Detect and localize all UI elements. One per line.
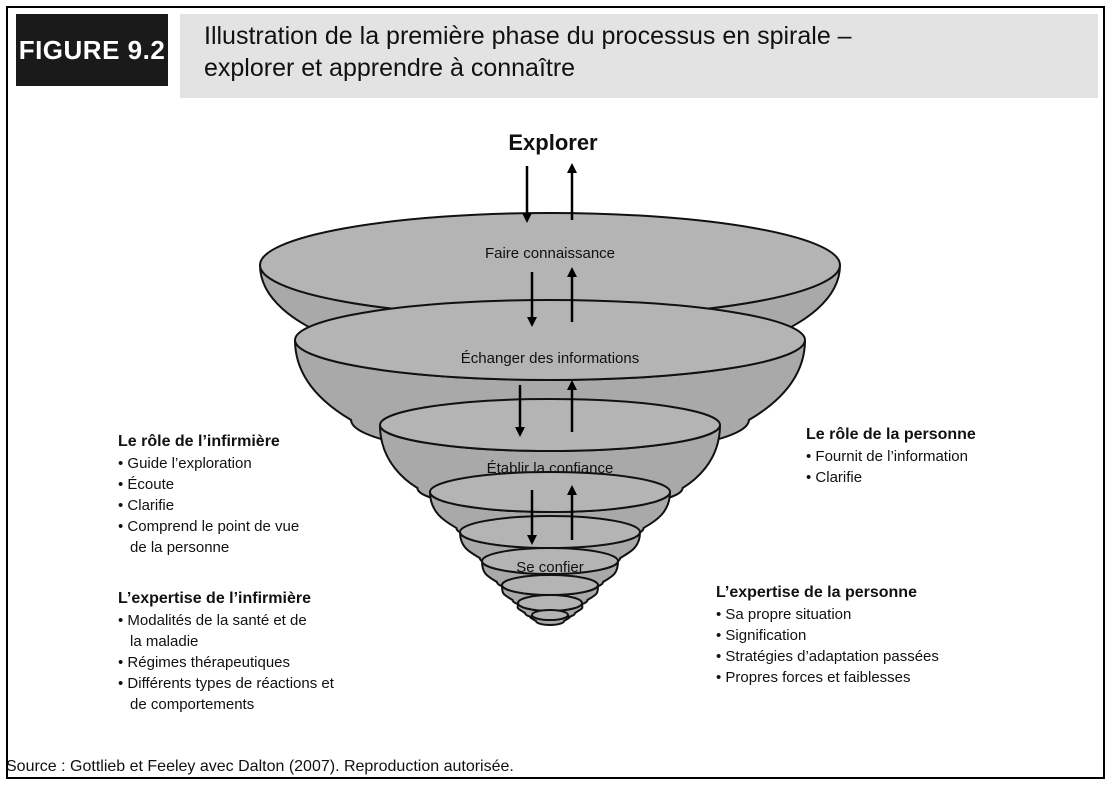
list-item: Clarifie	[806, 467, 1066, 488]
person-role-block: Le rôle de la personne Fournit de l’info…	[806, 424, 1066, 488]
person-expertise-block: L’expertise de la personne Sa propre sit…	[716, 582, 1036, 688]
layer-label-faire-connaissance: Faire connaissance	[485, 245, 615, 262]
cone-layer-top	[517, 594, 583, 612]
list-item: Sa propre situation	[716, 604, 1036, 625]
list-item: Clarifie	[118, 495, 378, 516]
list-item: Modalités de la santé et de la maladie	[118, 610, 310, 652]
figure-title-line-1: Illustration de la première phase du pro…	[204, 22, 852, 50]
figure-number: FIGURE 9.2	[16, 14, 168, 86]
cone-layer-top	[429, 471, 671, 513]
cone-layer-top	[501, 574, 599, 596]
person-expertise-list: Sa propre situation Signification Straté…	[716, 604, 1036, 688]
figure-title-line-2: explorer et apprendre à connaître	[204, 54, 576, 82]
nurse-role-heading: Le rôle de l’infirmière	[118, 433, 280, 450]
cone-layer-top	[459, 515, 641, 549]
cone-arrows	[515, 163, 577, 545]
cone-layer-top	[379, 398, 721, 452]
nurse-role-list: Guide l’exploration Écoute Clarifie Comp…	[118, 453, 378, 558]
figure-frame	[6, 6, 1105, 779]
person-expertise-heading: L’expertise de la personne	[716, 584, 917, 601]
person-role-heading: Le rôle de la personne	[806, 426, 976, 443]
nurse-expertise-list: Modalités de la santé et de la maladie R…	[118, 610, 378, 715]
layer-label-echanger-informations: Échanger des informations	[461, 350, 639, 367]
nurse-expertise-block: L’expertise de l’infirmière Modalités de…	[118, 588, 378, 715]
list-item: Fournit de l’information	[806, 446, 1066, 467]
list-item: Différents types de réactions et de comp…	[118, 673, 340, 715]
cone-layers	[259, 212, 841, 626]
explorer-label: Explorer	[508, 130, 598, 155]
title-band	[180, 14, 1098, 98]
layer-label-se-confier: Se confier	[516, 559, 584, 576]
list-item: Signification	[716, 625, 1036, 646]
layer-label-etablir-confiance: Établir la confiance	[487, 460, 614, 477]
list-item: Propres forces et faiblesses	[716, 667, 1036, 688]
list-item: Écoute	[118, 474, 378, 495]
list-item: Guide l’exploration	[118, 453, 378, 474]
person-role-list: Fournit de l’information Clarifie	[806, 446, 1066, 488]
cone-layer-top	[531, 609, 569, 621]
nurse-role-block: Le rôle de l’infirmière Guide l’explorat…	[118, 431, 378, 558]
source-note: Source : Gottlieb et Feeley avec Dalton …	[6, 758, 514, 775]
list-item: Comprend le point de vue de la personne	[118, 516, 300, 558]
cone-layer-top	[294, 299, 806, 381]
list-item: Stratégies d’adaptation passées	[716, 646, 1036, 667]
nurse-expertise-heading: L’expertise de l’infirmière	[118, 590, 311, 607]
figure-title: Illustration de la première phase du pro…	[204, 20, 1084, 84]
list-item: Régimes thérapeutiques	[118, 652, 378, 673]
